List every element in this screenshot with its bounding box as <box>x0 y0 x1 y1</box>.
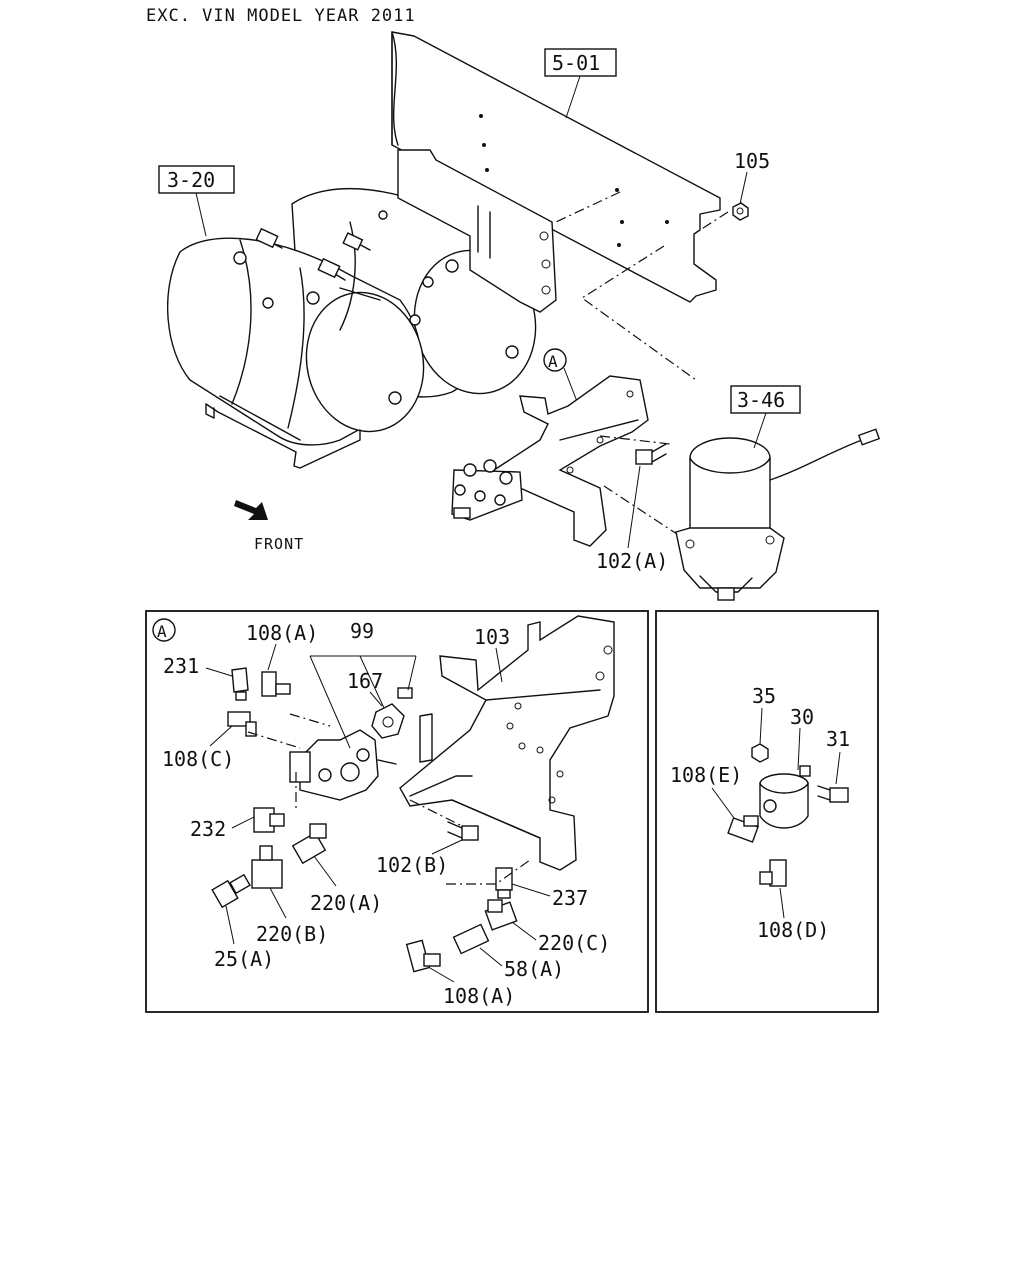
frame-rail <box>391 31 721 303</box>
ref-box-frame-label: 5-01 <box>552 51 600 75</box>
nut-105 <box>732 202 749 221</box>
label-108a-top: 108(A) <box>246 621 318 645</box>
ref-box-frame[interactable] <box>544 48 617 77</box>
air-dryer <box>675 428 881 601</box>
ref-box-tanks[interactable] <box>158 165 235 194</box>
label-220a: 220(A) <box>310 891 382 915</box>
fitting-232 <box>253 807 285 833</box>
unit-30 <box>759 765 811 829</box>
label-30: 30 <box>790 705 814 729</box>
label-105: 105 <box>734 149 770 173</box>
sensor-25a <box>211 873 251 909</box>
fitting-220b <box>251 845 283 889</box>
label-237: 237 <box>552 886 588 910</box>
fitting-58a <box>452 923 490 955</box>
label-102b: 102(B) <box>376 853 448 877</box>
label-231: 231 <box>163 654 199 678</box>
tank-bracket <box>397 149 557 313</box>
label-99: 99 <box>350 619 374 643</box>
label-108c: 108(C) <box>162 747 234 771</box>
washer-35 <box>751 743 769 763</box>
detail-marker-a-label: A <box>548 352 558 371</box>
label-167: 167 <box>347 669 383 693</box>
front-label: FRONT <box>254 535 304 553</box>
fitting-108d <box>759 859 787 887</box>
valve-99 <box>289 729 397 801</box>
fitting-231 <box>231 667 249 701</box>
label-220b: 220(B) <box>256 922 328 946</box>
valve-167 <box>371 687 413 739</box>
front-arrow-icon <box>234 500 268 520</box>
label-220c: 220(C) <box>538 931 610 955</box>
fitting-108a-top <box>261 671 291 697</box>
fitting-108c <box>227 711 257 737</box>
detail-b-panel <box>655 610 879 1013</box>
fitting-220a <box>291 823 327 865</box>
label-31: 31 <box>826 727 850 751</box>
manifold-bracket <box>487 375 649 547</box>
fitting-220c <box>484 899 518 931</box>
diagram-title: EXC. VIN MODEL YEAR 2011 <box>146 6 416 26</box>
detail-a-marker <box>152 618 176 642</box>
bolt-102a <box>635 443 667 465</box>
bolt-31 <box>817 785 849 803</box>
ref-box-dryer-label: 3-46 <box>737 388 785 412</box>
label-108d: 108(D) <box>757 918 829 942</box>
label-108e: 108(E) <box>670 763 742 787</box>
fitting-108a-bottom <box>405 939 441 973</box>
label-35: 35 <box>752 684 776 708</box>
fitting-237 <box>495 867 513 899</box>
label-108a-bottom: 108(A) <box>443 984 515 1008</box>
detail-a-marker-label: A <box>157 622 167 641</box>
detail-a-panel <box>145 610 649 1013</box>
bolt-102b <box>447 821 479 841</box>
air-tanks <box>166 187 537 469</box>
label-103: 103 <box>474 625 510 649</box>
detail-marker-a[interactable] <box>543 348 567 372</box>
label-58a: 58(A) <box>504 957 564 981</box>
label-232: 232 <box>190 817 226 841</box>
bracket-103 <box>399 615 615 871</box>
ref-box-tanks-label: 3-20 <box>167 168 215 192</box>
label-25a: 25(A) <box>214 947 274 971</box>
label-102a: 102(A) <box>596 549 668 573</box>
ref-box-dryer[interactable] <box>730 385 801 414</box>
valve-assembly <box>451 459 523 521</box>
fitting-108e <box>727 815 759 843</box>
